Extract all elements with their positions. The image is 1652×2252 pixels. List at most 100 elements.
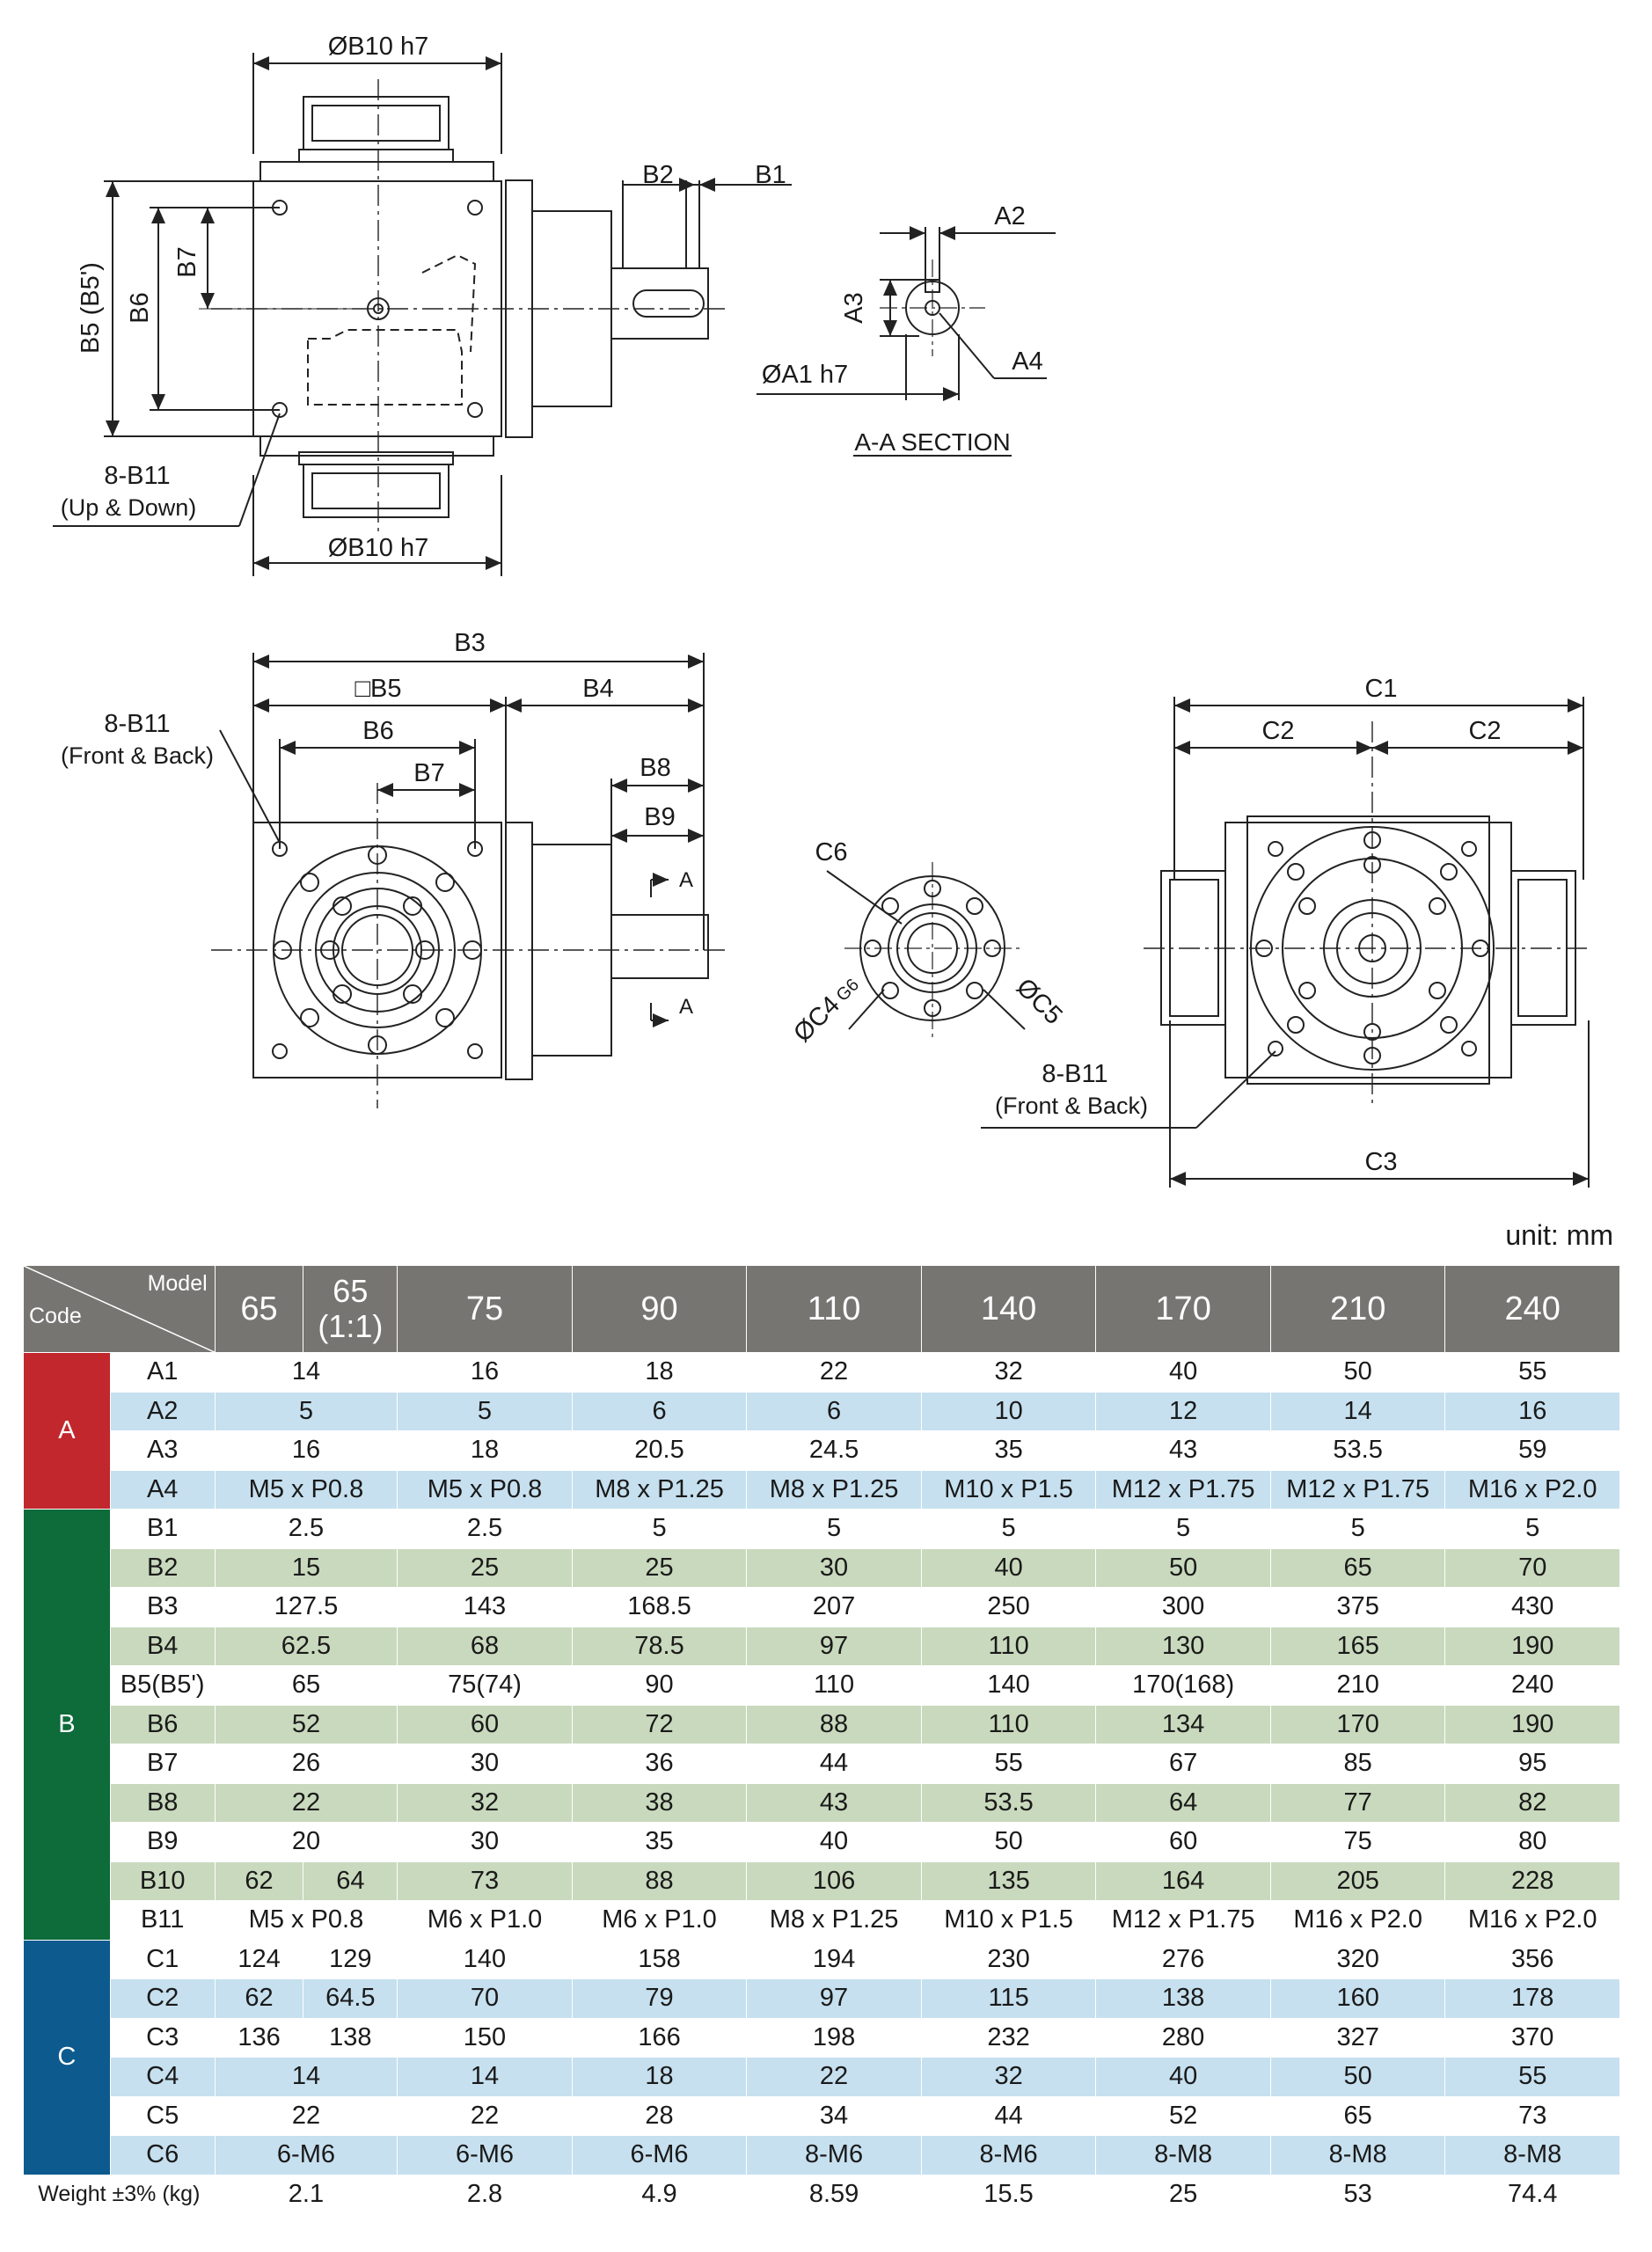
table-cell: 70 [1444, 1547, 1620, 1588]
table-cell: 15 [214, 1547, 398, 1588]
view-bottom-front [211, 653, 730, 1108]
table-cell: 40 [1095, 1352, 1271, 1393]
table-cell: 150 [397, 2017, 573, 2058]
table-cell: 18 [571, 1352, 748, 1393]
table-cell: 320 [1269, 1939, 1446, 1979]
table-cell: 70 [397, 1978, 573, 2019]
table-cell: 138 [1095, 1978, 1271, 2019]
table-cell: 5 [746, 1509, 922, 1549]
table-cell: 50 [920, 1822, 1097, 1862]
table-cell: 40 [746, 1822, 922, 1862]
label-b6: B6 [362, 717, 393, 745]
table-cell: 2.8 [397, 2174, 573, 2214]
table-cell: 205 [1269, 1861, 1446, 1901]
table-cell: 140 [920, 1665, 1097, 1706]
table-cell: 106 [746, 1861, 922, 1901]
label-b11-fb2-2: (Front & Back) [995, 1093, 1148, 1119]
label-a4: A4 [1012, 347, 1042, 376]
table-cell: 8-M8 [1444, 2135, 1620, 2175]
table-cell: 130 [1095, 1626, 1271, 1666]
table-cell: 5 [214, 1391, 398, 1431]
unit-label: unit: mm [1505, 1219, 1613, 1251]
table-cell: 44 [920, 2095, 1097, 2136]
table-cell: 20.5 [571, 1430, 748, 1471]
label-b9: B9 [644, 803, 675, 831]
row-code: C6 [109, 2135, 216, 2175]
table-cell: 240 [1444, 1665, 1620, 1706]
label-b4: B4 [582, 675, 613, 703]
table-cell: 88 [746, 1704, 922, 1744]
table-cell: 166 [571, 2017, 748, 2058]
table-cell: 22 [746, 2057, 922, 2097]
table-cell: 14 [1269, 1391, 1446, 1431]
table-cell: 8-M6 [746, 2135, 922, 2175]
row-code: B7 [109, 1744, 216, 1784]
table-cell: 55 [1444, 2057, 1620, 2097]
header-model-170: 170 [1095, 1265, 1271, 1353]
view-section-aa [757, 226, 1056, 457]
table-cell: 6 [746, 1391, 922, 1431]
table-cell: 127.5 [214, 1587, 398, 1627]
label-c3: C3 [1364, 1148, 1397, 1176]
table-cell: 75 [1269, 1822, 1446, 1862]
table-cell: 170(168) [1095, 1665, 1271, 1706]
group-label-b: B [23, 1509, 111, 1941]
table-cell: 190 [1444, 1704, 1620, 1744]
table-cell: 55 [1444, 1352, 1620, 1393]
row-code: B9 [109, 1822, 216, 1862]
row-code: B4 [109, 1626, 216, 1666]
table-cell: 77 [1269, 1782, 1446, 1823]
table-cell: 62 [214, 1978, 304, 2019]
table-cell: 62 [214, 1861, 304, 1901]
row-code-weight: Weight ±3% (kg) [23, 2174, 216, 2214]
table-cell: 18 [571, 2057, 748, 2097]
table-cell: 52 [214, 1704, 398, 1744]
table-cell: 2.1 [214, 2174, 398, 2214]
table-cell: 64.5 [303, 1978, 398, 2019]
table-cell: 78.5 [571, 1626, 748, 1666]
header-model-90: 90 [571, 1265, 748, 1353]
header-model-140: 140 [920, 1265, 1097, 1353]
label-b2: B2 [642, 161, 673, 189]
label-a1: ØA1 h7 [762, 361, 848, 389]
table-cell: 72 [571, 1704, 748, 1744]
label-b5-square: □B5 [355, 675, 402, 703]
table-cell: 30 [746, 1547, 922, 1588]
table-cell: 82 [1444, 1782, 1620, 1823]
table-cell: 64 [1095, 1782, 1271, 1823]
label-b1: B1 [755, 161, 786, 189]
table-cell: 75(74) [397, 1665, 573, 1706]
header-model: Model [147, 1271, 208, 1296]
row-code: A3 [109, 1430, 216, 1471]
table-cell: 280 [1095, 2017, 1271, 2058]
label-section-a-bottom: A [679, 995, 693, 1019]
row-code: B1 [109, 1509, 216, 1549]
table-cell: 40 [920, 1547, 1097, 1588]
table-cell: 28 [571, 2095, 748, 2136]
label-b10-top: ØB10 h7 [328, 33, 428, 61]
table-cell: 8.59 [746, 2174, 922, 2214]
view-top-front [53, 53, 792, 576]
table-cell: 53.5 [920, 1782, 1097, 1823]
table-cell: 53.5 [1269, 1430, 1446, 1471]
table-cell: 30 [397, 1822, 573, 1862]
table-cell: 62.5 [214, 1626, 398, 1666]
table-cell: 65 [1269, 2095, 1446, 2136]
table-cell: 5 [1269, 1509, 1446, 1549]
table-cell: 36 [571, 1744, 748, 1784]
label-b10-bottom: ØB10 h7 [328, 534, 428, 562]
label-c4: ØC4 [788, 991, 845, 1048]
table-cell: 134 [1095, 1704, 1271, 1744]
label-c5: ØC5 [1011, 973, 1068, 1030]
table-cell: 65 [214, 1665, 398, 1706]
table-cell: 32 [920, 1352, 1097, 1393]
table-cell: 14 [214, 1352, 398, 1393]
diagonal-divider [24, 1266, 215, 1352]
table-cell: M12 x P1.75 [1269, 1469, 1446, 1510]
table-cell: 88 [571, 1861, 748, 1901]
